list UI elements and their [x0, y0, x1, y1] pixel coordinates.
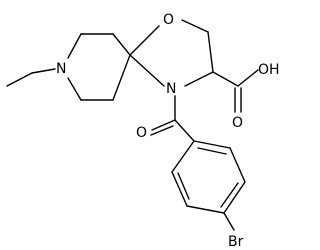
chemical-structure-diagram: N O N O OH O Br — [6, 12, 280, 250]
bond-ch-cooh — [212, 71, 239, 87]
amide-carbonyl-group — [150, 95, 195, 142]
bond-carbonyl-aryl — [174, 119, 195, 142]
bond-n-c-lower — [67, 77, 82, 101]
atom-label-carbonyl-oxygen: O — [136, 125, 147, 141]
bond-ch2-ch — [207, 31, 214, 73]
bond-ar-4-5 — [186, 205, 225, 214]
bond-c-oh — [237, 69, 259, 87]
bond-ar-inner-c — [177, 172, 190, 200]
piperidine-ring — [67, 33, 131, 101]
bond-ar-1-2 — [193, 140, 231, 149]
bond-ethyl-ch2-n — [31, 68, 56, 74]
bond-n-spiro — [129, 54, 165, 87]
bond-ar-6-1 — [171, 140, 195, 173]
bond-c-spiro-upper — [112, 33, 131, 56]
ethyl-group — [6, 68, 56, 87]
atom-label-ring-nitrogen: N — [56, 61, 66, 77]
bond-o-ch2 — [181, 19, 209, 33]
atom-label-bromine: Br — [228, 234, 244, 250]
atom-label-acid-carbonyl-oxygen: O — [232, 115, 243, 131]
bond-c-spiro-lower — [112, 54, 131, 101]
bond-co-double-1 — [151, 119, 176, 131]
bond-ar-5-6 — [171, 171, 188, 207]
atom-label-acid-oh: OH — [258, 62, 280, 78]
bond-n-c-upper — [67, 33, 82, 59]
bond-ar-br — [223, 212, 235, 231]
bond-ar-inner-a — [197, 147, 227, 155]
carboxylic-acid-group — [212, 69, 259, 113]
benzene-ring — [171, 140, 246, 231]
bond-ch-n — [184, 71, 214, 87]
atom-label-amide-nitrogen: N — [166, 81, 176, 97]
bond-co-double-2 — [150, 125, 174, 136]
bond-ethyl-ch3 — [6, 72, 33, 87]
bond-ar-2-3 — [229, 147, 246, 183]
bond-ar-inner-b — [220, 182, 239, 208]
bond-spiro-o — [129, 25, 160, 56]
oxazolidine-ring — [129, 19, 214, 87]
bond-ar-3-4 — [223, 181, 246, 214]
atom-label-ring-oxygen: O — [163, 12, 174, 28]
